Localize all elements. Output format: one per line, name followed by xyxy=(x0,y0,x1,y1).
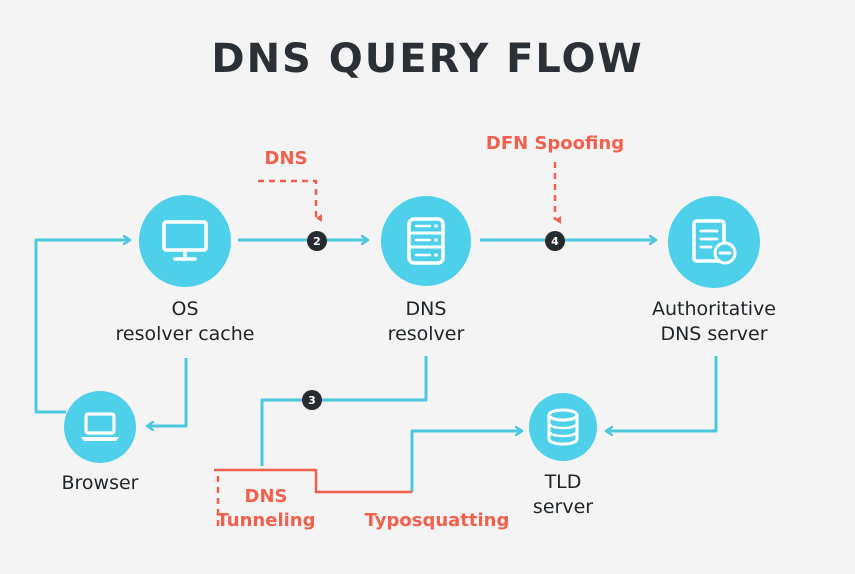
authoritative-server-node xyxy=(668,196,760,288)
arrow-os-to-browser xyxy=(147,358,188,426)
threat-path xyxy=(214,468,412,494)
arrow-authoritative-to-tld xyxy=(606,356,718,431)
step-badge-2: 2 xyxy=(307,231,327,251)
step-badge-3: 3 xyxy=(302,390,322,410)
browser-node xyxy=(64,391,136,463)
monitor-icon xyxy=(162,220,208,261)
dns-resolver-node xyxy=(381,196,471,286)
database-icon xyxy=(547,408,579,446)
dns-resolver-label: DNS resolver xyxy=(356,297,496,347)
threat-label-typosquatting: Typosquatting xyxy=(364,510,510,531)
tld-server-label: TLD server xyxy=(513,470,613,520)
arrow-resolver-to-step3 xyxy=(260,356,428,466)
threat-label-dfn-spoofing: DFN Spoofing xyxy=(485,133,625,154)
authoritative-server-label: Authoritative DNS server xyxy=(624,297,804,347)
threat-label-dns-tunneling-line1: DNS xyxy=(244,486,288,507)
os-resolver-label: OS resolver cache xyxy=(100,297,270,347)
authoritative-server-label-line2: DNS server xyxy=(660,323,768,345)
threat-dns-arrow xyxy=(258,179,322,222)
tld-server-label-line2: server xyxy=(532,496,594,518)
threat-label-dns-tunneling-line2: Tunneling xyxy=(216,510,316,531)
threat-label-dns: DNS xyxy=(264,148,308,169)
laptop-icon xyxy=(81,412,119,441)
tld-server-label-line1: TLD xyxy=(544,471,582,493)
arrow-to-tld xyxy=(410,431,522,492)
dns-resolver-label-line2: resolver xyxy=(387,323,465,345)
document-server-icon xyxy=(692,219,737,265)
step-badge-4: 4 xyxy=(545,231,565,251)
page-title: DNS QUERY FLOW xyxy=(211,36,644,82)
threat-label-dns-tunneling: DNS Tunneling xyxy=(214,485,318,533)
os-resolver-node xyxy=(139,195,231,287)
dns-resolver-label-line1: DNS xyxy=(405,298,447,320)
tld-server-node xyxy=(529,393,597,461)
authoritative-server-label-line1: Authoritative xyxy=(651,298,776,320)
os-resolver-label-line1: OS xyxy=(171,298,199,320)
arrow-browser-to-os xyxy=(34,240,130,414)
os-resolver-label-line2: resolver cache xyxy=(115,323,255,345)
browser-label-line1: Browser xyxy=(61,472,139,494)
browser-label: Browser xyxy=(40,471,160,496)
server-icon xyxy=(407,217,445,265)
